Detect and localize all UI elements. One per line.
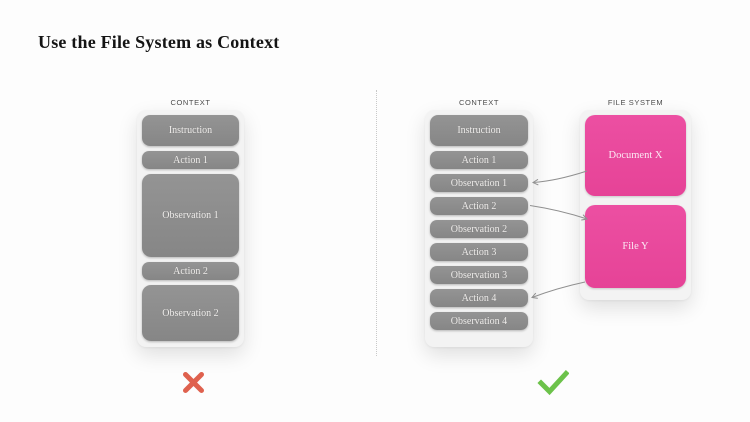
left-block-observation-2: Observation 2 xyxy=(142,285,239,341)
right-block-observation-3: Observation 3 xyxy=(430,266,528,284)
vertical-divider xyxy=(376,90,377,356)
file-system-label: FILE SYSTEM xyxy=(607,98,664,107)
right-block-action-4: Action 4 xyxy=(430,289,528,307)
left-context-panel: Instruction Action 1 Observation 1 Actio… xyxy=(137,110,244,347)
cross-icon xyxy=(183,372,204,393)
slide-title: Use the File System as Context xyxy=(38,32,280,52)
right-block-action-2: Action 2 xyxy=(430,197,528,215)
arrow-filey-to-action4 xyxy=(532,281,586,298)
right-block-observation-4: Observation 4 xyxy=(430,312,528,330)
right-block-instruction: Instruction xyxy=(430,115,528,146)
arrow-documentx-to-observation1 xyxy=(533,170,588,183)
check-icon xyxy=(537,369,569,396)
right-block-action-1: Action 1 xyxy=(430,151,528,169)
left-block-observation-1: Observation 1 xyxy=(142,174,239,257)
file-system-panel: Document X File Y xyxy=(580,110,691,300)
left-block-action-1: Action 1 xyxy=(142,151,239,169)
right-context-panel: Instruction Action 1 Observation 1 Actio… xyxy=(425,110,533,347)
arrow-action2-to-filey xyxy=(529,205,587,220)
file-block-document-x: Document X xyxy=(585,115,686,196)
file-block-file-y: File Y xyxy=(585,205,686,288)
left-block-action-2: Action 2 xyxy=(142,262,239,280)
right-context-label: CONTEXT xyxy=(458,98,500,107)
right-block-observation-2: Observation 2 xyxy=(430,220,528,238)
right-block-observation-1: Observation 1 xyxy=(430,174,528,192)
right-block-action-3: Action 3 xyxy=(430,243,528,261)
left-block-instruction: Instruction xyxy=(142,115,239,146)
left-context-label: CONTEXT xyxy=(170,98,211,107)
